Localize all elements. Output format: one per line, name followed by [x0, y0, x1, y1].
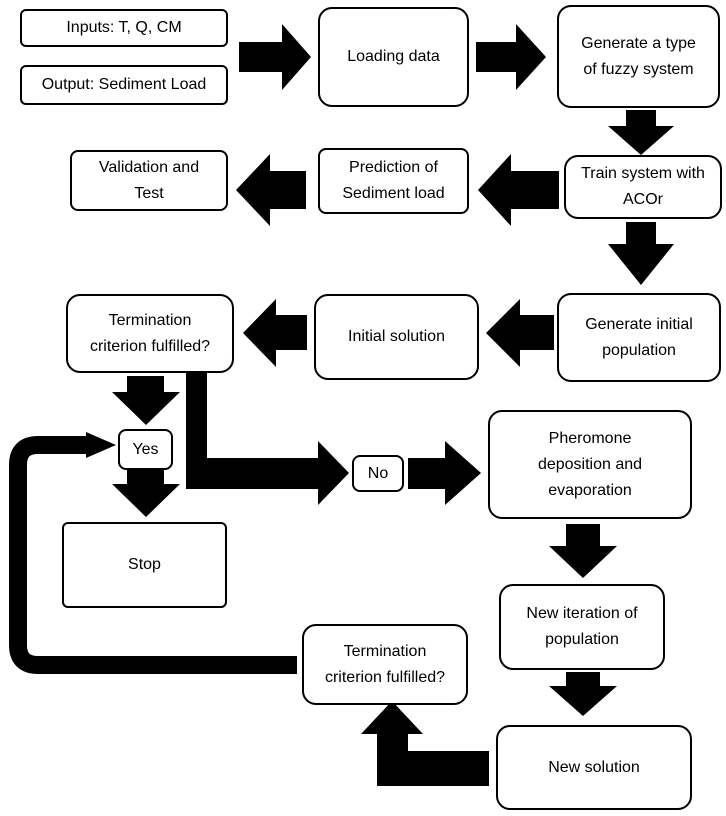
loop-arrowhead [86, 432, 116, 458]
arrow-prediction-to-validation [236, 154, 306, 226]
arrow-inputs-to-loading [239, 24, 311, 90]
output-box: Output: Sediment Load [20, 65, 228, 105]
loading-data-box: Loading data [318, 7, 469, 107]
prediction-box: Prediction of Sediment load [318, 148, 469, 214]
arrow-termination-to-no [186, 356, 349, 505]
inputs-box: Inputs: T, Q, CM [20, 9, 228, 47]
arrow-pheromone-to-iteration [549, 524, 617, 578]
initial-solution-box: Initial solution [314, 294, 479, 380]
arrow-no-to-pheromone [408, 441, 481, 505]
arrow-train-to-population [608, 222, 674, 285]
no-box: No [352, 455, 404, 492]
arrow-iteration-to-solution [549, 672, 617, 716]
new-solution-box: New solution [496, 725, 692, 810]
arrow-termination-to-yes [112, 376, 180, 425]
pheromone-box: Pheromone deposition and evaporation [488, 410, 692, 519]
generate-fuzzy-system-box: Generate a type of fuzzy system [557, 5, 720, 108]
arrow-initial-to-termination [243, 299, 307, 367]
stop-box: Stop [62, 522, 227, 608]
termination-criterion-box-1: Termination criterion fulfilled? [66, 294, 234, 373]
loop-arrow-termination2-to-yes [9, 436, 297, 674]
arrow-solution-to-termination2 [361, 701, 489, 786]
arrow-loading-to-generate [476, 24, 546, 90]
generate-population-box: Generate initial population [557, 293, 721, 382]
arrow-yes-to-stop [112, 470, 180, 517]
termination-criterion-box-2: Termination criterion fulfilled? [302, 624, 468, 705]
new-iteration-box: New iteration of population [499, 584, 665, 670]
train-system-box: Train system with ACOr [564, 155, 722, 219]
validation-test-box: Validation and Test [70, 150, 228, 211]
arrow-population-to-initial [486, 299, 554, 367]
yes-box: Yes [118, 429, 173, 470]
arrow-generate-to-train [608, 110, 674, 155]
arrow-train-to-prediction [478, 154, 559, 226]
